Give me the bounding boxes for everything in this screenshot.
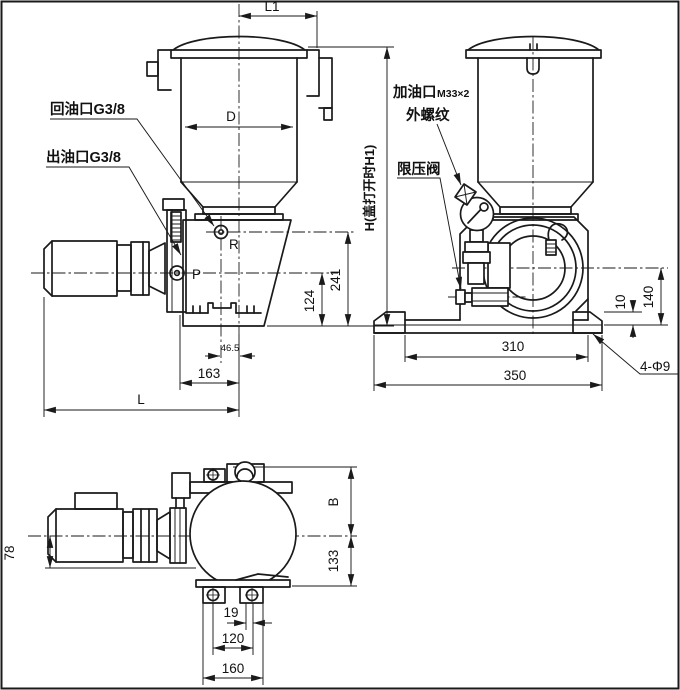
external-thread-label: 外螺纹: [406, 106, 450, 124]
dim-140-label: 140: [641, 286, 656, 309]
outlet-port-leader: [46, 166, 182, 256]
feet-top: [202, 586, 264, 604]
pump-housing-front: [373, 216, 603, 334]
dim-310-label: 310: [502, 339, 525, 354]
motor-side: [43, 240, 166, 297]
dim-b-label: B: [326, 497, 341, 506]
dim-310: 310: [404, 335, 589, 362]
reservoir-front: [465, 35, 602, 221]
dim-h-label: H(盖打开时H1): [362, 145, 377, 232]
side-view: 回油口G3/8 出油口G3/8 R P L1 D H(盖打开时H1) 241: [31, 0, 394, 417]
dim-d-label: D: [226, 109, 236, 124]
reservoir-top: [189, 480, 297, 588]
dim-78-label: 78: [2, 545, 17, 560]
lid-clamp-left: [146, 49, 172, 91]
dim-350-label: 350: [504, 368, 527, 383]
dim-d: D: [185, 109, 293, 131]
dim-163: 163: [179, 315, 239, 390]
filler-thread-spec-label: M33×2: [437, 88, 470, 100]
dim-l: L: [43, 297, 239, 417]
dim-l1-label: L1: [264, 0, 279, 14]
outlet-port-p: [162, 198, 187, 313]
dim-46-5-label: 46.5: [221, 343, 240, 354]
dim-133: 133: [292, 536, 357, 587]
filler-port-leader: [436, 123, 462, 186]
filler-port-fitting: [454, 183, 477, 206]
dim-163-label: 163: [198, 366, 221, 381]
outlet-port-label: 出油口G3/8: [46, 148, 121, 166]
dim-120-label: 120: [222, 631, 245, 646]
dim-124-label: 124: [302, 289, 317, 312]
relief-valve-label: 限压阀: [397, 160, 441, 178]
dim-19: 19: [223, 603, 272, 655]
return-port-leader: [50, 118, 215, 227]
dim-19-label: 19: [223, 605, 238, 620]
dim-10: 10: [604, 294, 668, 338]
port-p-label: P: [192, 267, 201, 282]
dim-h: H(盖打开时H1): [267, 46, 394, 327]
return-port-r: [206, 216, 356, 363]
mounting-holes-callout: 4-Φ9: [592, 333, 678, 375]
dim-124: 124: [302, 273, 326, 326]
reservoir-side: [170, 35, 308, 221]
return-port-label: 回油口G3/8: [50, 100, 125, 118]
pressure-gauge: [459, 196, 495, 232]
dim-46-5: 46.5: [205, 334, 255, 417]
relief-valve-leader: [397, 177, 462, 290]
mounting-holes-label: 4-Φ9: [640, 359, 670, 374]
dim-241: 241: [328, 232, 352, 326]
dim-78: 78: [2, 536, 54, 568]
dim-l1: L1: [239, 0, 318, 48]
dim-140: 140: [641, 268, 665, 325]
motor-top: [47, 492, 187, 564]
lid-clamp-right: [306, 49, 333, 121]
dim-120: 120: [212, 603, 253, 655]
dim-10-label: 10: [613, 294, 628, 309]
relief-valve-assembly: [448, 229, 528, 307]
dim-241-label: 241: [328, 269, 343, 292]
port-r-label: R: [229, 237, 239, 252]
front-view: 加油口 M33×2 外螺纹 限压阀 10 140 310 350: [373, 35, 678, 391]
dim-133-label: 133: [326, 550, 341, 573]
pump-housing-side: [182, 219, 292, 327]
dim-l-label: L: [137, 392, 145, 407]
dim-b: B: [326, 467, 355, 536]
lifting-hook: [545, 222, 569, 256]
top-view: 78 B 133 19 120 160: [2, 461, 357, 685]
dim-350: 350: [373, 335, 603, 391]
dim-160: 160: [202, 603, 264, 685]
dim-160-label: 160: [222, 661, 245, 676]
filler-port-label: 加油口: [392, 83, 437, 101]
